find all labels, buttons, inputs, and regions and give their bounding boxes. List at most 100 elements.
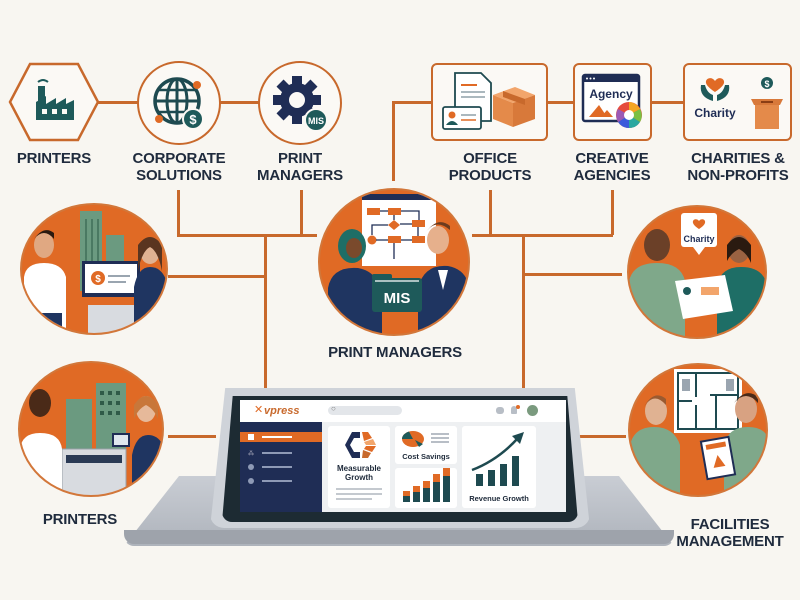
network-icon: ⁂ [248,451,254,457]
label-printers-bottom: PRINTERS [30,511,130,528]
chat-icon[interactable] [496,407,504,414]
text-line [431,433,449,435]
search-icon: ○ [331,404,336,413]
label-text: PRINT MANAGERS [328,344,462,361]
label-corporate-solutions: CORPORATE SOLUTIONS [118,150,240,184]
label-text: MANAGERS [257,167,343,184]
label-text: PRODUCTS [448,167,532,184]
label-text: CREATIVE [575,150,649,167]
svg-text:Charity: Charity [694,106,736,120]
svg-text:Agency: Agency [589,87,633,101]
bar [423,481,430,502]
globe-dollar-icon: $ [153,77,204,130]
sidebar-item-label [262,452,292,454]
label-print-managers-top: PRINT MANAGERS [240,150,360,184]
label-text: FACILITIES [690,516,770,533]
measurable-growth-label: Measurable Growth [328,464,390,482]
revenue-growth-card[interactable]: Revenue Growth [462,426,536,508]
text-line [336,493,382,495]
text-line [336,488,382,490]
label-text: NON-PROFITS [687,167,789,184]
bar [413,486,420,502]
sidebar-item-chart[interactable] [240,462,322,472]
cost-savings-card[interactable]: Cost Savings [395,426,457,464]
hexagon-segments-icon [345,432,376,458]
trend-arrow-icon [471,432,524,486]
svg-text:$: $ [189,112,197,127]
cost-savings-label: Cost Savings [402,452,450,461]
printer-operator-scene [18,361,164,497]
notification-bell-icon[interactable] [511,406,517,414]
brand-logo: vpress [264,405,300,417]
label-text: CORPORATE [132,150,226,167]
corporate-solutions-node: $ [137,61,221,145]
label-print-managers-center: PRINT MANAGERS [310,344,480,361]
hexagon-frame [8,62,100,142]
print-managers-node: MIS [258,61,342,145]
charity-illustration: Charity [629,213,765,337]
circle-icon [248,478,254,484]
sidebar-item-label [262,466,292,468]
svg-text:$: $ [764,79,769,89]
user-avatar[interactable] [527,405,538,416]
vpress-logo-icon: ✕ [254,404,264,416]
label-text: Measurable [336,464,382,473]
label-text: PRINTERS [16,150,92,167]
notification-dot-icon [516,405,520,409]
factory-icon [36,79,74,120]
corporate-printing-scene: $ [20,203,168,335]
agency-window-icon: Agency [581,73,642,129]
gear-mis-icon: MIS [273,76,328,132]
label-text: SOLUTIONS [136,167,222,184]
label-printers-top: PRINTERS [4,150,104,167]
sidebar-item-label [262,480,292,482]
text-line [431,441,449,443]
dashboard-topbar: ✕ vpress ○ [240,400,566,422]
printers-node [8,62,100,142]
printer-illustration [20,383,162,495]
document-box-icon [442,72,535,130]
workflow-illustration: MIS [328,194,468,334]
facilities-illustration [630,369,766,495]
dashboard-app: ✕ vpress ○ ⁂ [240,400,566,512]
facilities-scene [628,363,768,497]
home-icon [248,434,254,440]
sidebar-item-settings[interactable] [240,476,322,486]
label-text: PRINTERS [42,511,118,528]
mis-badge: MIS [308,116,324,126]
pie-chart-icon [248,464,254,470]
label-charities: CHARITIES & NON-PROFITS [678,150,798,184]
print-managers-scene: MIS [318,188,470,336]
bar [433,474,440,502]
sidebar-item-label [262,436,292,438]
pie-chart-icon [401,431,424,447]
revenue-growth-label: Revenue Growth [469,494,529,503]
corporate-illustration: $ [24,211,166,333]
label-office-products: OFFICE PRODUCTS [430,150,550,184]
label-text: OFFICE [463,150,517,167]
measurable-growth-card[interactable]: Measurable Growth [328,426,390,508]
bar [403,491,410,502]
creative-agencies-node: Agency [573,63,652,141]
search-bar[interactable]: ○ [328,404,402,415]
svg-text:$: $ [95,274,101,285]
label-text: AGENCIES [573,167,651,184]
label-creative-agencies: CREATIVE AGENCIES [562,150,662,184]
text-line [431,437,449,439]
office-products-node [431,63,548,141]
label-text: MANAGEMENT [676,533,784,550]
svg-text:Charity: Charity [683,234,714,244]
charity-scene: Charity [627,205,767,339]
mis-folder-label: MIS [384,290,411,307]
sidebar-item-home[interactable] [240,432,322,442]
bar-chart-card[interactable] [395,468,457,508]
sidebar-item-network[interactable]: ⁂ [240,448,322,458]
label-facilities-management: FACILITIES MANAGEMENT [662,516,798,550]
dashboard-sidebar: ⁂ [240,422,322,512]
bar [443,468,450,502]
label-text: Growth [345,473,373,482]
label-text: CHARITIES & [691,150,785,167]
laptop-base-edge [124,530,674,544]
charities-node: Charity $ [683,63,792,141]
text-line [336,498,372,500]
